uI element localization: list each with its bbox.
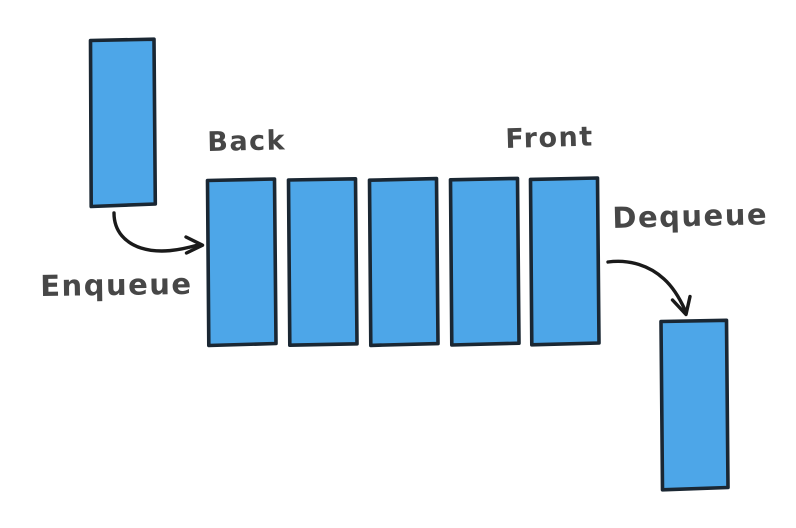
queue-item-2 xyxy=(286,177,359,347)
enqueue-arrow xyxy=(112,211,205,255)
queue-item-3 xyxy=(367,176,440,348)
label-enqueue: Enqueue xyxy=(40,266,193,303)
queue-item-1 xyxy=(205,177,278,348)
label-front: Front xyxy=(505,121,595,155)
label-back: Back xyxy=(207,125,287,158)
dequeue-output-box xyxy=(659,318,730,492)
enqueue-input-box xyxy=(88,37,158,209)
queue-item-5 xyxy=(528,176,601,347)
dequeue-arrow xyxy=(606,259,692,317)
label-dequeue: Dequeue xyxy=(612,197,769,235)
queue-item-4 xyxy=(448,176,521,347)
